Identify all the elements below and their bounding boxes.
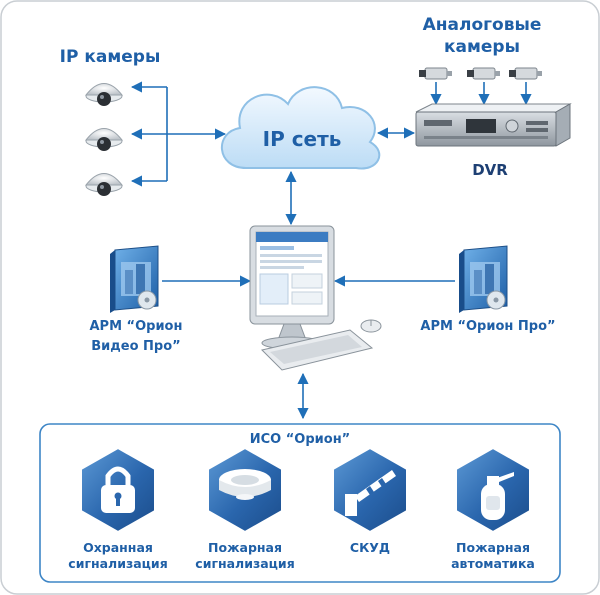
arm-orion-pro-software-box-icon (459, 245, 508, 313)
ip-cameras-label: IP камеры (60, 47, 161, 67)
arm-orion-pro-label: АРМ “Орион Про” (420, 319, 555, 334)
module-2-label-line2: сигнализация (195, 556, 294, 571)
fire-alarm-module: Пожарная сигнализация (195, 446, 295, 571)
ip-network-label: IP сеть (263, 127, 342, 151)
security-alarm-module: Охранная сигнализация (68, 446, 168, 571)
arm-video-label-line1: АРМ “Орион (90, 319, 183, 334)
module-4-label-line1: Пожарная (456, 540, 530, 555)
ip-cameras-bracket (130, 81, 227, 187)
smoke-detector-icon (219, 469, 271, 500)
arm-video-label-line2: Видео Про” (91, 339, 180, 354)
ip-network-cloud-icon (221, 86, 381, 170)
fire-extinguisher-icon (481, 472, 514, 520)
module-3-label-line1: СКУД (350, 540, 390, 555)
access-control-module: СКУД (332, 446, 408, 555)
analog-camera-links (430, 82, 532, 106)
module-4-label-line2: автоматика (451, 556, 535, 571)
door-barrier-icon (345, 470, 396, 516)
analog-cameras-label-line2: камеры (444, 37, 520, 57)
padlock-icon (101, 466, 135, 513)
analog-camera-2-icon (467, 67, 500, 80)
iso-orion-panel (39, 423, 561, 583)
ip-camera-1-icon (84, 83, 124, 106)
ip-camera-2-icon (84, 128, 124, 151)
module-2-label-line1: Пожарная (208, 540, 282, 555)
module-1-label-line1: Охранная (83, 540, 153, 555)
analog-camera-3-icon (509, 67, 542, 80)
analog-cameras-label-line1: Аналоговые (423, 15, 542, 35)
fire-automation-module: Пожарная автоматика (451, 446, 535, 571)
ip-camera-3-icon (84, 173, 124, 196)
iso-orion-label: ИСО “Орион” (250, 432, 350, 447)
dvr-label: DVR (472, 161, 508, 179)
arm-video-software-box-icon (110, 245, 159, 313)
module-1-label-line2: сигнализация (68, 556, 167, 571)
dvr-icon (415, 103, 572, 147)
analog-camera-1-icon (419, 67, 452, 80)
workstation-computer-icon (249, 225, 382, 371)
